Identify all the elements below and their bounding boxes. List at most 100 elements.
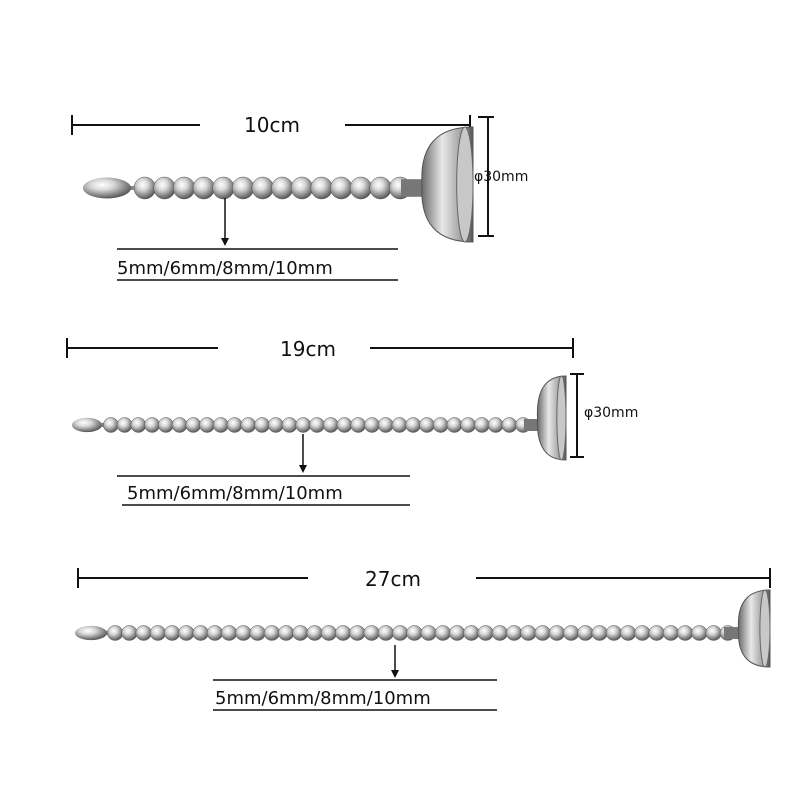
bead — [292, 625, 309, 641]
bead — [405, 417, 422, 433]
bead — [235, 625, 252, 641]
bead — [153, 176, 176, 200]
bead — [199, 417, 215, 433]
length-label: 27cm — [365, 567, 421, 591]
bead — [363, 625, 380, 641]
bead — [705, 625, 722, 641]
bead — [377, 625, 394, 641]
bead — [221, 625, 238, 641]
bead — [267, 417, 284, 433]
bead — [432, 417, 449, 433]
bead — [449, 625, 466, 641]
bead — [310, 176, 333, 200]
bead — [144, 417, 160, 433]
bead — [392, 625, 409, 641]
bead — [477, 625, 494, 641]
bead — [446, 417, 463, 433]
bead — [474, 417, 490, 433]
bead — [254, 417, 270, 433]
cup-rim — [759, 589, 771, 668]
product-27cm: 27cm 5mm/6mm/8mm/10mm — [75, 567, 771, 711]
bead — [391, 417, 408, 433]
rod-tip — [72, 417, 102, 433]
bead — [563, 625, 580, 641]
sizes-label: 5mm/6mm/8mm/10mm — [117, 258, 333, 279]
bead — [322, 417, 339, 433]
bead — [336, 417, 353, 433]
arrow-icon — [299, 465, 307, 473]
rod-tip — [75, 625, 107, 641]
arrow-icon — [391, 670, 399, 678]
bead — [364, 417, 380, 433]
cup-rim — [456, 126, 474, 243]
bead — [691, 625, 708, 641]
bead — [133, 176, 156, 200]
bead — [419, 417, 435, 433]
bead — [677, 625, 694, 641]
bead — [171, 417, 188, 433]
bead — [548, 625, 565, 641]
bead — [520, 625, 537, 641]
bead — [251, 176, 274, 200]
bead — [577, 625, 594, 641]
bead — [103, 417, 119, 433]
bead — [506, 625, 523, 641]
bead — [369, 176, 392, 200]
bead — [662, 625, 679, 641]
bead — [335, 625, 352, 641]
rod — [83, 126, 474, 243]
bead — [460, 417, 476, 433]
bead — [605, 625, 622, 641]
diameter-label: φ30mm — [584, 405, 638, 421]
bead — [320, 625, 337, 641]
bead — [135, 625, 152, 641]
bead — [290, 176, 314, 200]
bead — [463, 625, 480, 641]
bead — [231, 176, 255, 200]
bead — [295, 417, 312, 433]
rod — [75, 589, 771, 668]
bead — [377, 417, 394, 433]
rod — [72, 375, 567, 461]
bead — [249, 625, 266, 641]
bead — [349, 625, 366, 641]
bead — [212, 417, 229, 433]
bead — [434, 625, 451, 641]
bead — [130, 417, 147, 433]
bead — [192, 625, 209, 641]
bead — [173, 176, 196, 200]
bead — [306, 625, 323, 641]
bead — [591, 625, 608, 641]
rod-tip — [83, 177, 131, 199]
sizes-label: 5mm/6mm/8mm/10mm — [127, 483, 343, 504]
bead — [491, 625, 508, 641]
bead — [226, 417, 243, 433]
bead — [501, 417, 518, 433]
bead — [350, 417, 367, 433]
bead — [648, 625, 665, 641]
bead — [620, 625, 637, 641]
bead — [164, 625, 181, 641]
bead — [349, 176, 372, 200]
length-label: 10cm — [244, 113, 300, 137]
bead — [281, 417, 298, 433]
bead — [149, 625, 166, 641]
bead — [158, 417, 174, 433]
cup-rim — [556, 375, 567, 461]
bead — [192, 176, 215, 200]
sizes-label: 5mm/6mm/8mm/10mm — [215, 688, 431, 709]
bead — [309, 417, 325, 433]
bead — [240, 417, 257, 433]
bead — [178, 625, 195, 641]
bead — [330, 176, 353, 200]
bead — [121, 625, 138, 641]
bead — [406, 625, 423, 641]
bead — [212, 176, 235, 200]
bead — [420, 625, 437, 641]
bead — [206, 625, 223, 641]
bead — [271, 176, 294, 200]
product-19cm: 19cm φ30mm 5mm/6mm/8mm/10mm — [66, 337, 638, 506]
length-label: 19cm — [280, 337, 336, 361]
bead — [263, 625, 280, 641]
bead — [116, 417, 133, 433]
